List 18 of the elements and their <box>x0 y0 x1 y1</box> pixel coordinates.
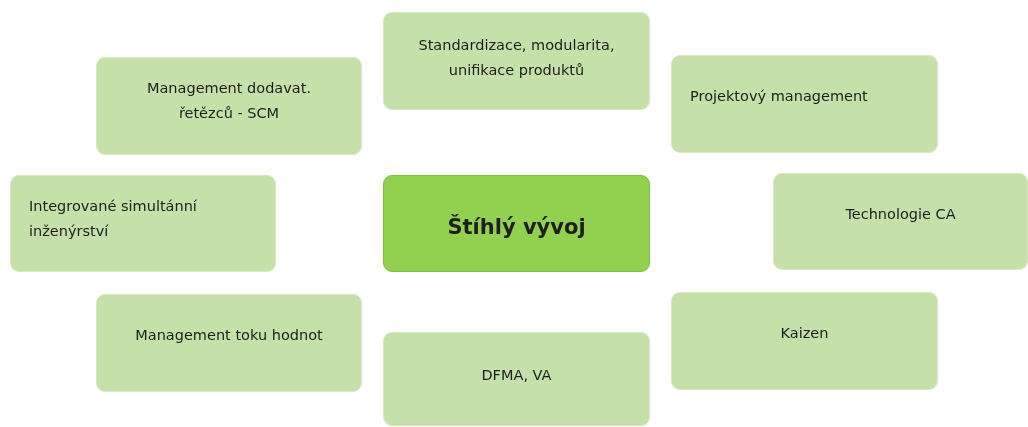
central-title: Štíhlý vývoj <box>446 213 587 241</box>
topic-label: Kaizen <box>779 324 830 343</box>
topic-label: Management dodavat. řetězců - SCM <box>145 79 313 124</box>
topic-label: Standardizace, modularita, unifikace produktů <box>417 36 616 81</box>
topic-box <box>10 175 276 272</box>
topic-label: Projektový management <box>690 87 869 106</box>
topic-box <box>96 294 362 392</box>
topic-box <box>96 57 362 155</box>
topic-box <box>773 173 1028 270</box>
topic-label: Management toku hodnot <box>134 326 324 345</box>
topic-label: Technologie CA <box>844 205 957 224</box>
central-box <box>383 175 650 272</box>
topic-box <box>383 332 650 426</box>
topic-label: DFMA, VA <box>480 366 553 385</box>
topic-label: Integrované simultánní inženýrství <box>29 197 198 242</box>
topic-box <box>671 55 938 153</box>
topic-box <box>671 292 938 390</box>
topic-box <box>383 12 650 110</box>
